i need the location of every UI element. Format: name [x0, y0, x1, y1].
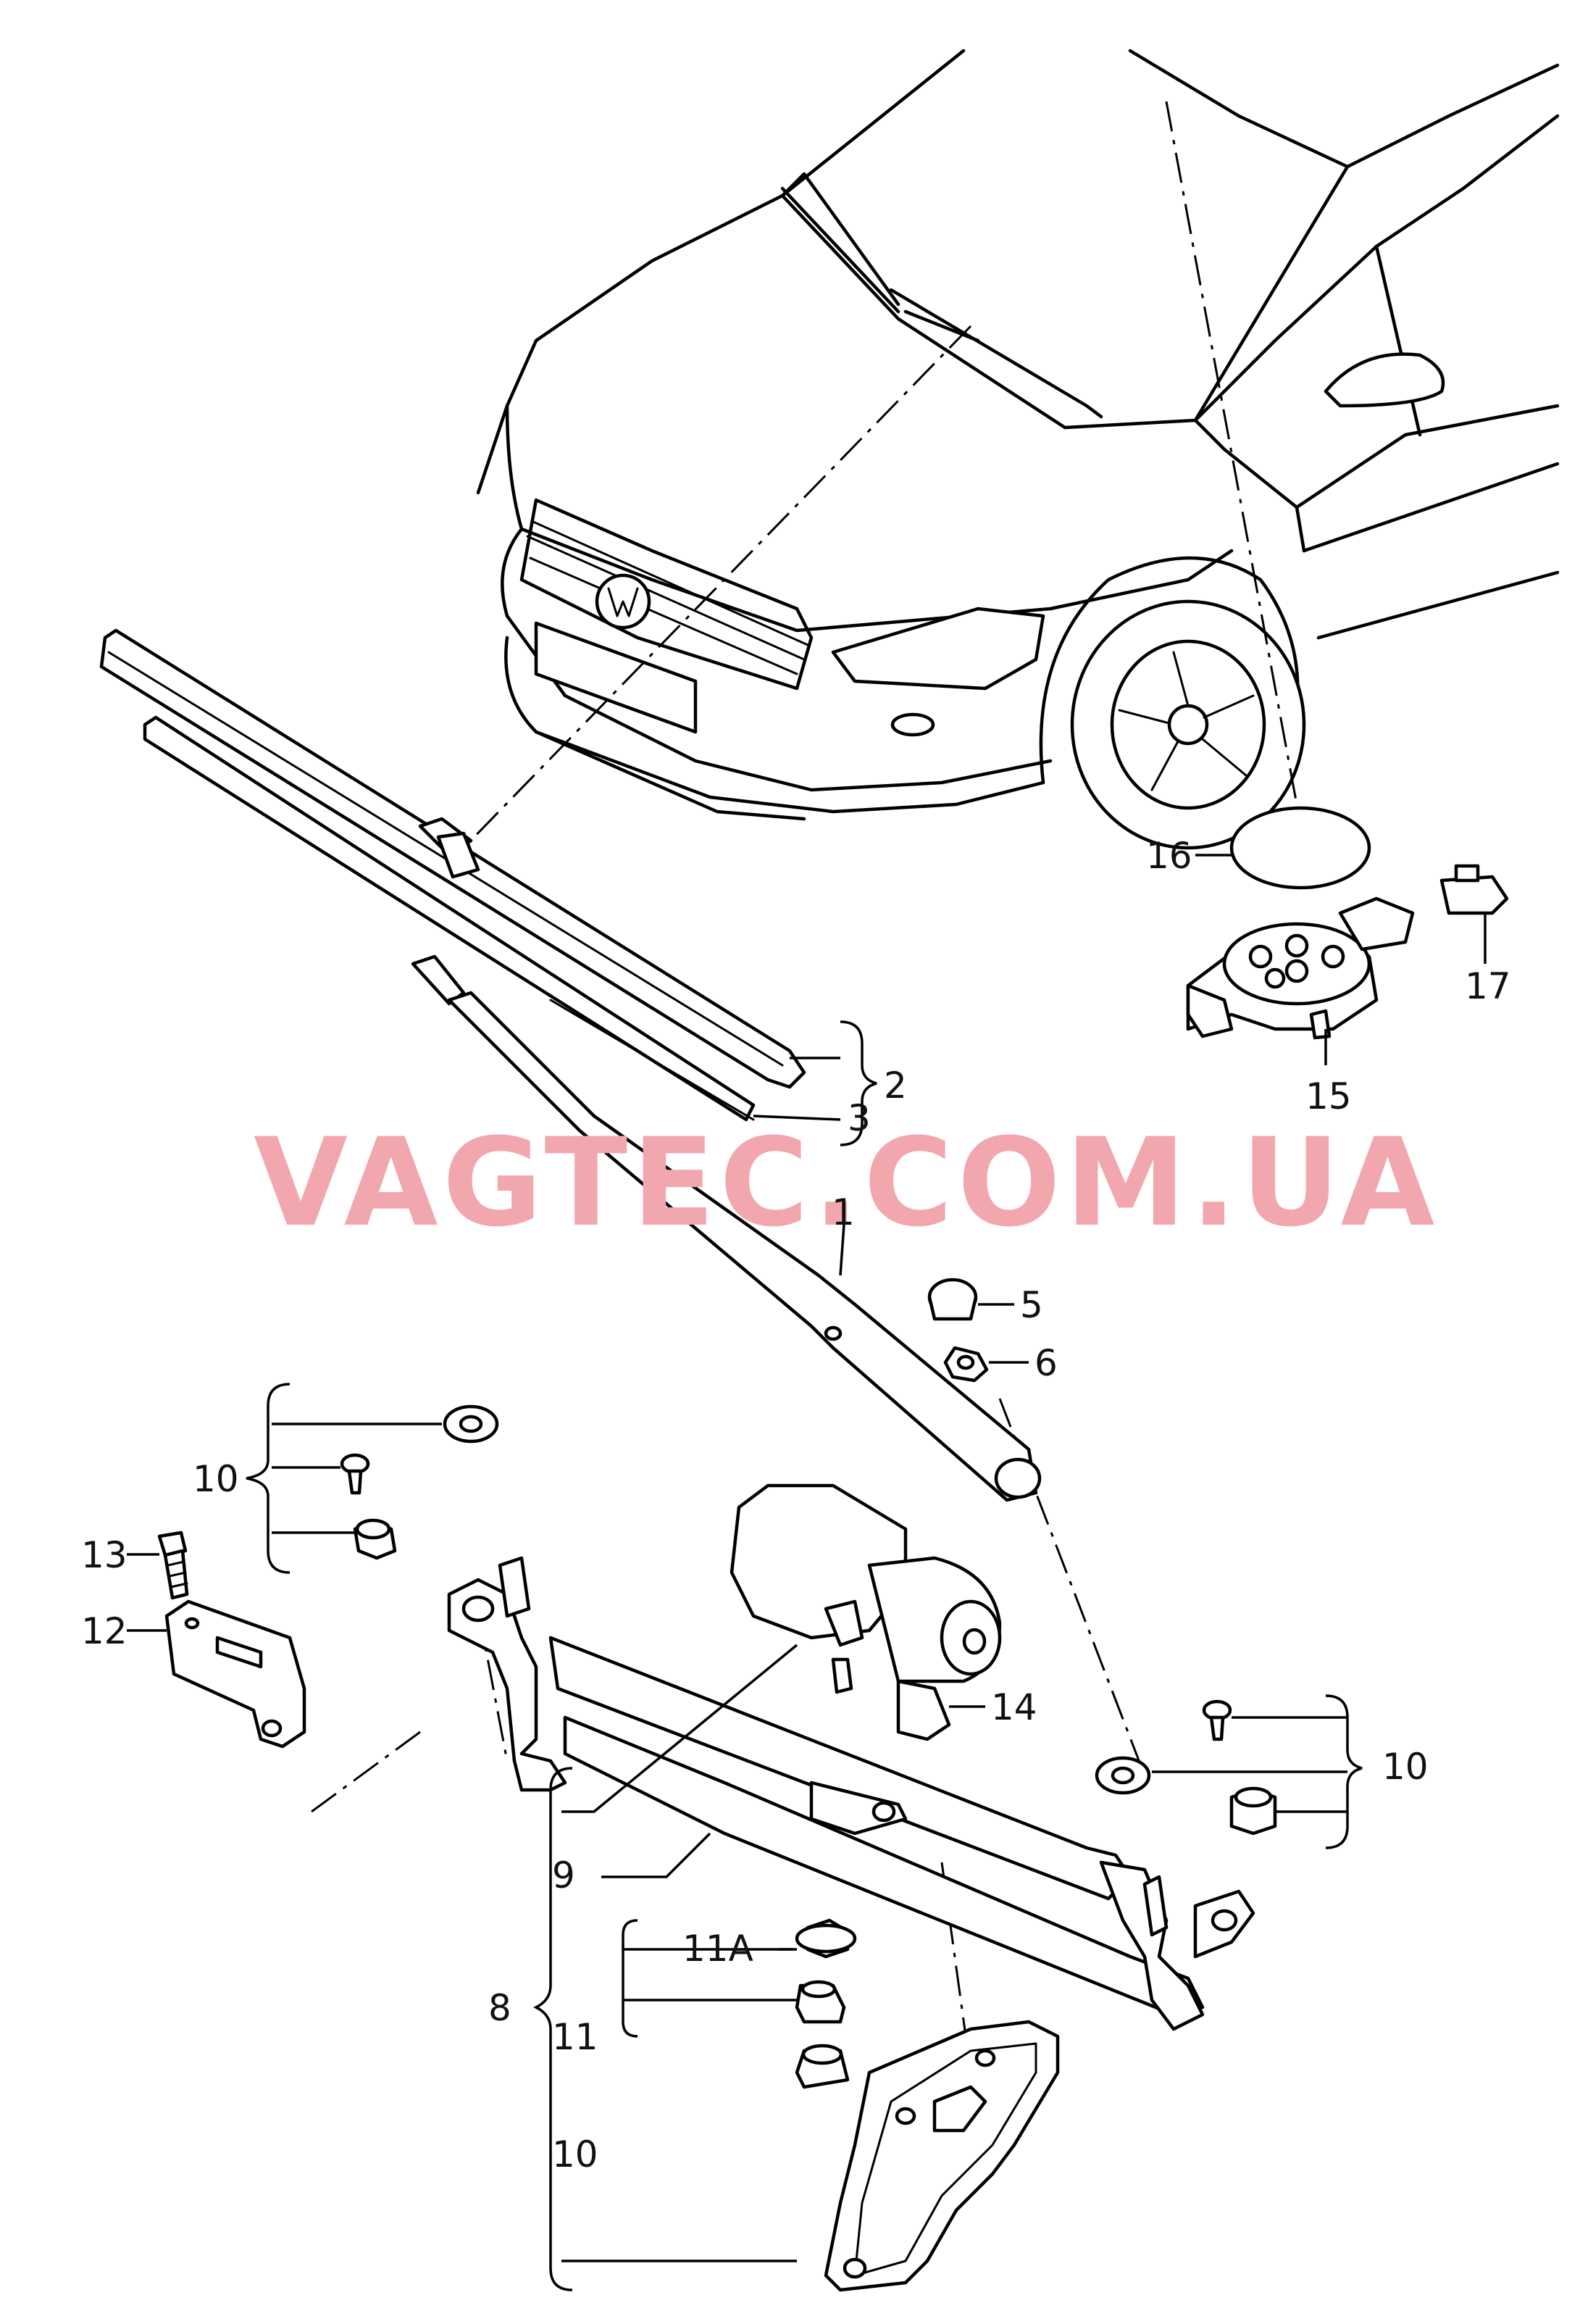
label-part-5: 5	[1020, 1284, 1043, 1326]
wiper-arm	[411, 954, 1042, 1502]
label-part-16: 16	[1146, 835, 1192, 877]
label-part-13: 13	[81, 1534, 128, 1576]
part-labels: 1 2 3 5 6 10 13 12 14 10 9 11A 8 11 10 1…	[81, 835, 1511, 2175]
leader-lines	[127, 854, 1487, 2291]
label-part-10-right: 10	[1382, 1746, 1429, 1788]
watermark-text: VAGTEC.COM.UA	[254, 1112, 1439, 1254]
label-part-12: 12	[81, 1610, 128, 1652]
wiper-blade-assembly	[99, 628, 806, 1122]
label-part-11: 11	[552, 2016, 598, 2058]
cap-and-nut	[927, 1278, 989, 1383]
label-part-17: 17	[1465, 965, 1511, 1007]
wiper-linkage	[447, 1556, 1255, 2031]
grommets-and-fasteners	[340, 1404, 1277, 2089]
label-part-15: 15	[1305, 1075, 1352, 1117]
label-part-10-left: 10	[193, 1458, 239, 1500]
label-part-2: 2	[884, 1065, 907, 1107]
wiper-motor	[730, 1483, 1002, 1741]
rain-sensor	[1186, 806, 1509, 1040]
label-part-3: 3	[848, 1097, 871, 1139]
car-illustration	[476, 49, 1560, 850]
mounting-plate	[824, 2020, 1060, 2292]
label-part-11a: 11A	[682, 1928, 753, 1970]
bracket-and-bolt	[157, 1530, 306, 1749]
label-part-14: 14	[991, 1686, 1037, 1728]
label-part-10-bottom: 10	[552, 2133, 598, 2175]
label-part-8: 8	[488, 1987, 511, 2029]
label-part-1: 1	[832, 1191, 855, 1233]
label-part-6: 6	[1034, 1342, 1058, 1384]
label-part-9: 9	[552, 1854, 575, 1896]
